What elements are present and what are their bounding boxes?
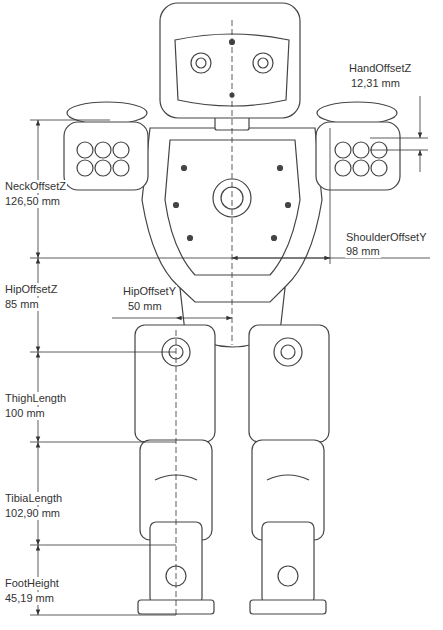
dimension-value: 12,31 mm [350, 77, 401, 90]
dimension-value: 102,90 mm [4, 507, 61, 520]
dimension-lines [30, 20, 430, 615]
dimension-value: 100 mm [4, 407, 46, 420]
dimension-value: 45,19 mm [4, 592, 55, 605]
dimension-name: HandOffsetZ [348, 62, 412, 75]
dimension-value: 85 mm [4, 298, 40, 311]
dimension-value: 50 mm [127, 300, 163, 313]
dimension-name: TibiaLength [4, 492, 63, 505]
dimension-name: HipOffsetY [122, 285, 177, 298]
dimension-name: ThighLength [4, 392, 67, 405]
robot-body [64, 3, 400, 614]
dimension-value: 98 mm [345, 245, 381, 258]
dimension-value: 126,50 mm [4, 195, 61, 208]
dimension-name: NeckOffsetZ [4, 180, 67, 193]
dimension-name: ShoulderOffsetY [345, 231, 428, 244]
dimension-name: FootHeight [4, 577, 60, 590]
dimension-name: HipOffsetZ [4, 283, 58, 296]
